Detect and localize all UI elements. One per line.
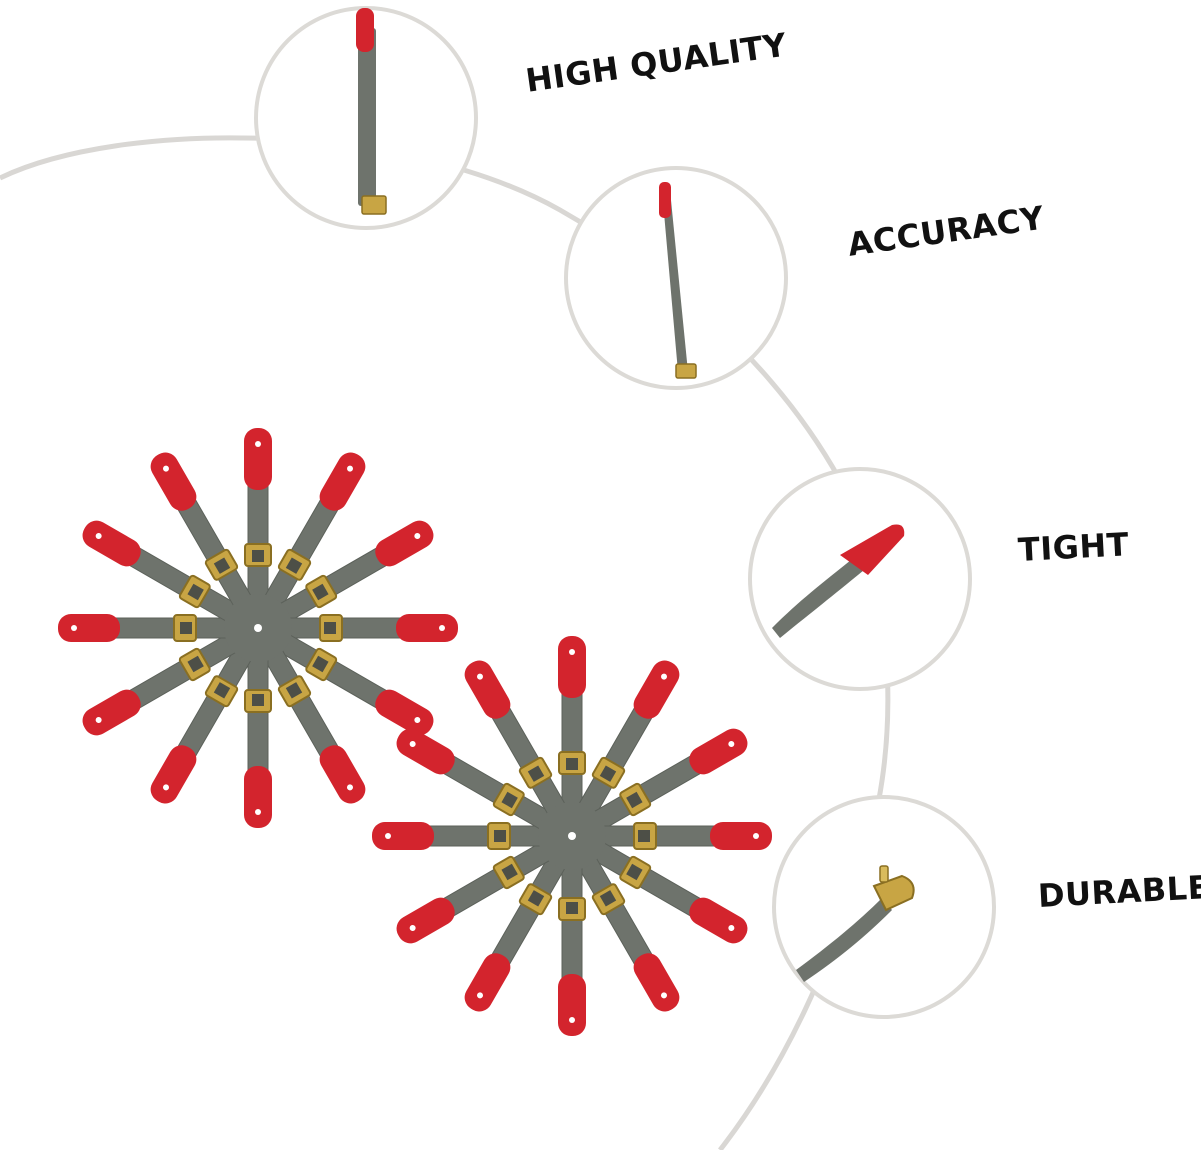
bobbin-spindle-star-right xyxy=(372,636,772,1036)
detail-circle-accuracy xyxy=(564,166,788,390)
bobbin-strap-arm xyxy=(372,822,573,850)
detail-circle-tight xyxy=(748,467,972,691)
bobbin-strap-arm xyxy=(571,822,772,850)
bobbin-spindle-star-left xyxy=(58,428,458,828)
bobbin-strap-tip-icon xyxy=(772,524,905,638)
feature-label-tight: TIGHT xyxy=(1017,525,1130,569)
bobbin-strap-arm xyxy=(244,428,272,629)
bobbin-strap-arm xyxy=(558,636,586,837)
detail-circle-durable xyxy=(772,795,996,1019)
bobbin-strap-clip-icon xyxy=(796,865,915,982)
bobbin-strap-arm xyxy=(244,627,272,828)
spindle-center-hole xyxy=(254,624,262,632)
spindle-center-hole xyxy=(568,832,576,840)
detail-circle-high-quality xyxy=(254,6,478,230)
bobbin-strap-arm xyxy=(257,614,458,642)
bobbin-strap-full-icon xyxy=(356,8,387,215)
bobbin-strap-thin-icon xyxy=(659,182,697,379)
